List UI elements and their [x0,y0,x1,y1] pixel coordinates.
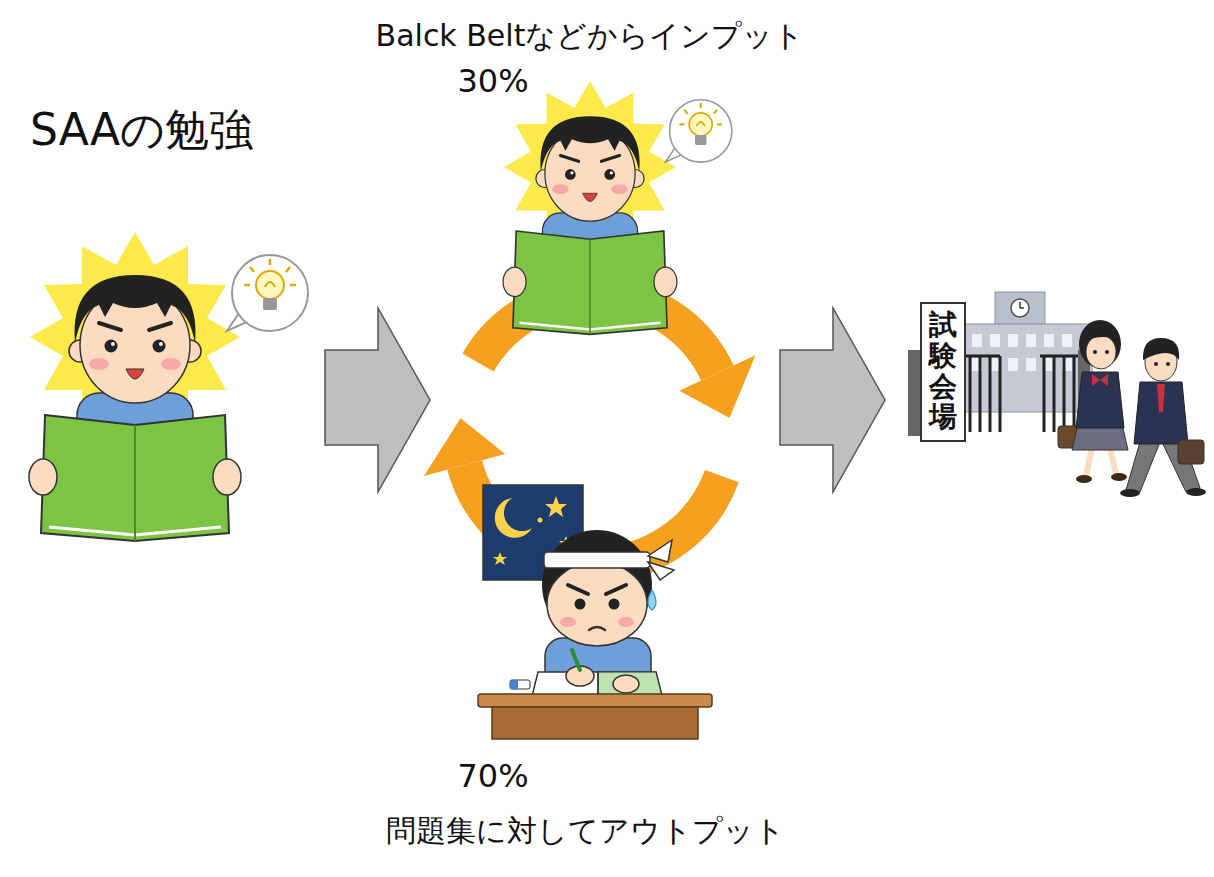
walking-students [1092,374,1108,386]
exam-building [1040,355,1078,358]
exam-building [989,356,992,432]
exam-building [1019,302,1021,308]
walking-students [1154,362,1158,366]
sign-text: 試験会場 [929,310,957,433]
cycle-arrows [679,355,755,418]
left-reader [29,232,308,541]
percent-label: 70% [457,757,528,795]
walking-students [1058,320,1206,497]
studying-student [648,562,674,580]
studying-student [618,617,634,627]
cycle-arrows [424,295,756,565]
input-label: Balck Beltなどからインプット [376,18,805,54]
exam-building [1008,334,1018,347]
walking-students [1134,382,1188,444]
exam-building [1073,356,1076,432]
night-window [545,496,567,517]
walking-students [1120,489,1140,497]
studying-student [568,585,588,594]
walking-students [1105,350,1109,354]
walking-students [1076,475,1092,483]
exam-building [1053,356,1056,432]
studying-student [648,540,672,562]
studying-student [589,627,605,630]
studying-student [532,672,662,696]
walking-students [1166,362,1170,366]
studying-student [597,672,599,696]
studying-student [492,707,698,739]
exam-building [969,356,972,432]
walking-students [1076,372,1124,428]
top-reader [503,81,732,334]
studying-student [544,552,650,568]
studying-student [575,599,586,610]
cycle-arrows [424,418,505,476]
studying-student [510,680,530,689]
studying-student [572,650,580,670]
exam-building [1063,356,1066,432]
studying-student [613,675,639,693]
exam-building [995,292,1045,326]
walking-students [1186,488,1206,496]
exam-building [1043,356,1046,432]
exam-building [999,356,1002,432]
walking-students [1086,335,1116,369]
walking-students [1111,473,1127,481]
night-window [538,518,543,523]
output-label: 問題集に対してアウトプット [386,813,785,849]
exam-building [1044,334,1054,347]
exam-building [972,334,1072,371]
flow-arrow [780,308,885,492]
exam-building [990,334,1000,347]
exam-building [979,356,982,432]
studying-student [606,585,626,594]
night-window [493,552,507,565]
walking-students [1126,442,1160,492]
walking-students [1178,440,1204,464]
studying-student [648,590,656,610]
exam-building [908,292,1092,436]
exam-building [1026,334,1036,347]
walking-students [1110,448,1116,474]
walking-students [1079,320,1121,368]
studying-student [478,530,712,739]
walking-students [1143,338,1179,360]
studying-student [560,617,576,627]
exam-building [1062,334,1072,347]
walking-students [1086,448,1092,476]
diagram-title: SAAの勉強 [30,104,253,157]
walking-students [1086,333,1116,340]
night-window [495,498,532,538]
exam-building [1026,358,1036,371]
exam-building [1020,307,1024,309]
flow-arrow [325,308,430,492]
studying-student [609,599,620,610]
studying-student [598,672,662,696]
studying-student [510,680,518,689]
studying-student [478,694,712,707]
exam-building [972,334,982,347]
exam-building [1011,299,1029,317]
exam-building [1008,358,1018,371]
studying-student [547,562,647,646]
walking-students [1157,384,1165,412]
percent-label: 30% [457,62,528,100]
exam-site-sign: 試験会場 [920,302,966,442]
walking-students [1093,350,1097,354]
